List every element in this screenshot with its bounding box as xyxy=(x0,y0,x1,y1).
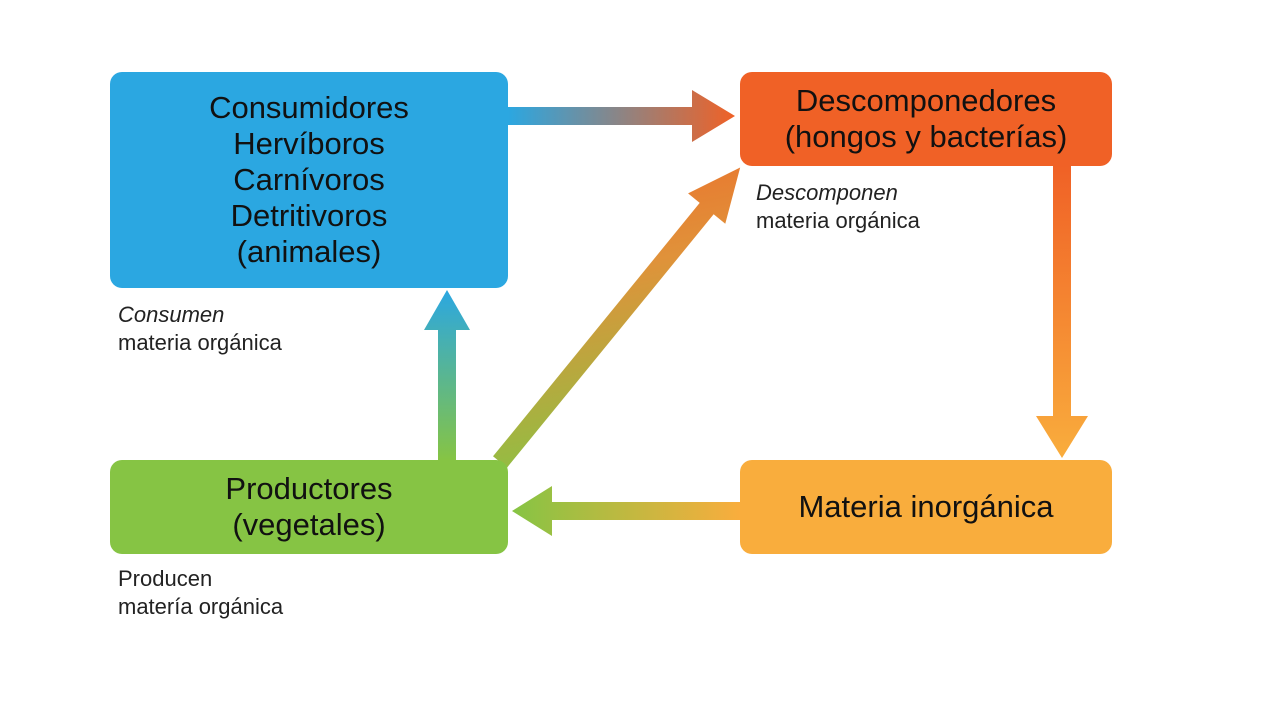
node-consumidores-line: (animales) xyxy=(236,234,382,269)
node-consumidores-line: Carnívoros xyxy=(233,162,385,197)
node-materia-inorganica: Materia inorgánica xyxy=(740,460,1112,554)
arrow-materia-to-productores xyxy=(512,486,740,536)
caption-consumen: Consumen materia orgánica xyxy=(118,301,282,357)
caption-verb: Consumen xyxy=(118,302,225,327)
arrow-descomponedores-to-materia xyxy=(1036,166,1088,458)
caption-verb: Producen xyxy=(118,566,213,591)
node-consumidores: Consumidores Hervíboros Carnívoros Detri… xyxy=(110,72,508,288)
node-descomponedores-line: (hongos y bacterías) xyxy=(784,119,1068,154)
arrow-productores-to-descomponedores xyxy=(493,167,741,468)
caption-object: materia orgánica xyxy=(756,208,920,233)
node-consumidores-line: Consumidores xyxy=(209,90,409,125)
caption-descomponen: Descomponen materia orgánica xyxy=(756,179,920,235)
node-productores-line: (vegetales) xyxy=(232,507,386,542)
node-descomponedores-line: Descomponedores xyxy=(795,83,1057,118)
node-consumidores-line: Detritivoros xyxy=(230,198,388,233)
caption-verb: Descomponen xyxy=(756,180,898,205)
node-productores-line: Productores xyxy=(225,471,393,506)
node-productores: Productores (vegetales) xyxy=(110,460,508,554)
node-consumidores-line: Hervíboros xyxy=(233,126,385,161)
node-materia-inorganica-line: Materia inorgánica xyxy=(798,489,1054,524)
caption-object: matería orgánica xyxy=(118,594,284,619)
caption-object: materia orgánica xyxy=(118,330,282,355)
node-descomponedores: Descomponedores (hongos y bacterías) xyxy=(740,72,1112,166)
arrow-consumidores-to-descomponedores xyxy=(508,90,735,142)
caption-producen: Producen matería orgánica xyxy=(118,565,283,621)
arrow-productores-to-consumidores xyxy=(424,290,470,460)
